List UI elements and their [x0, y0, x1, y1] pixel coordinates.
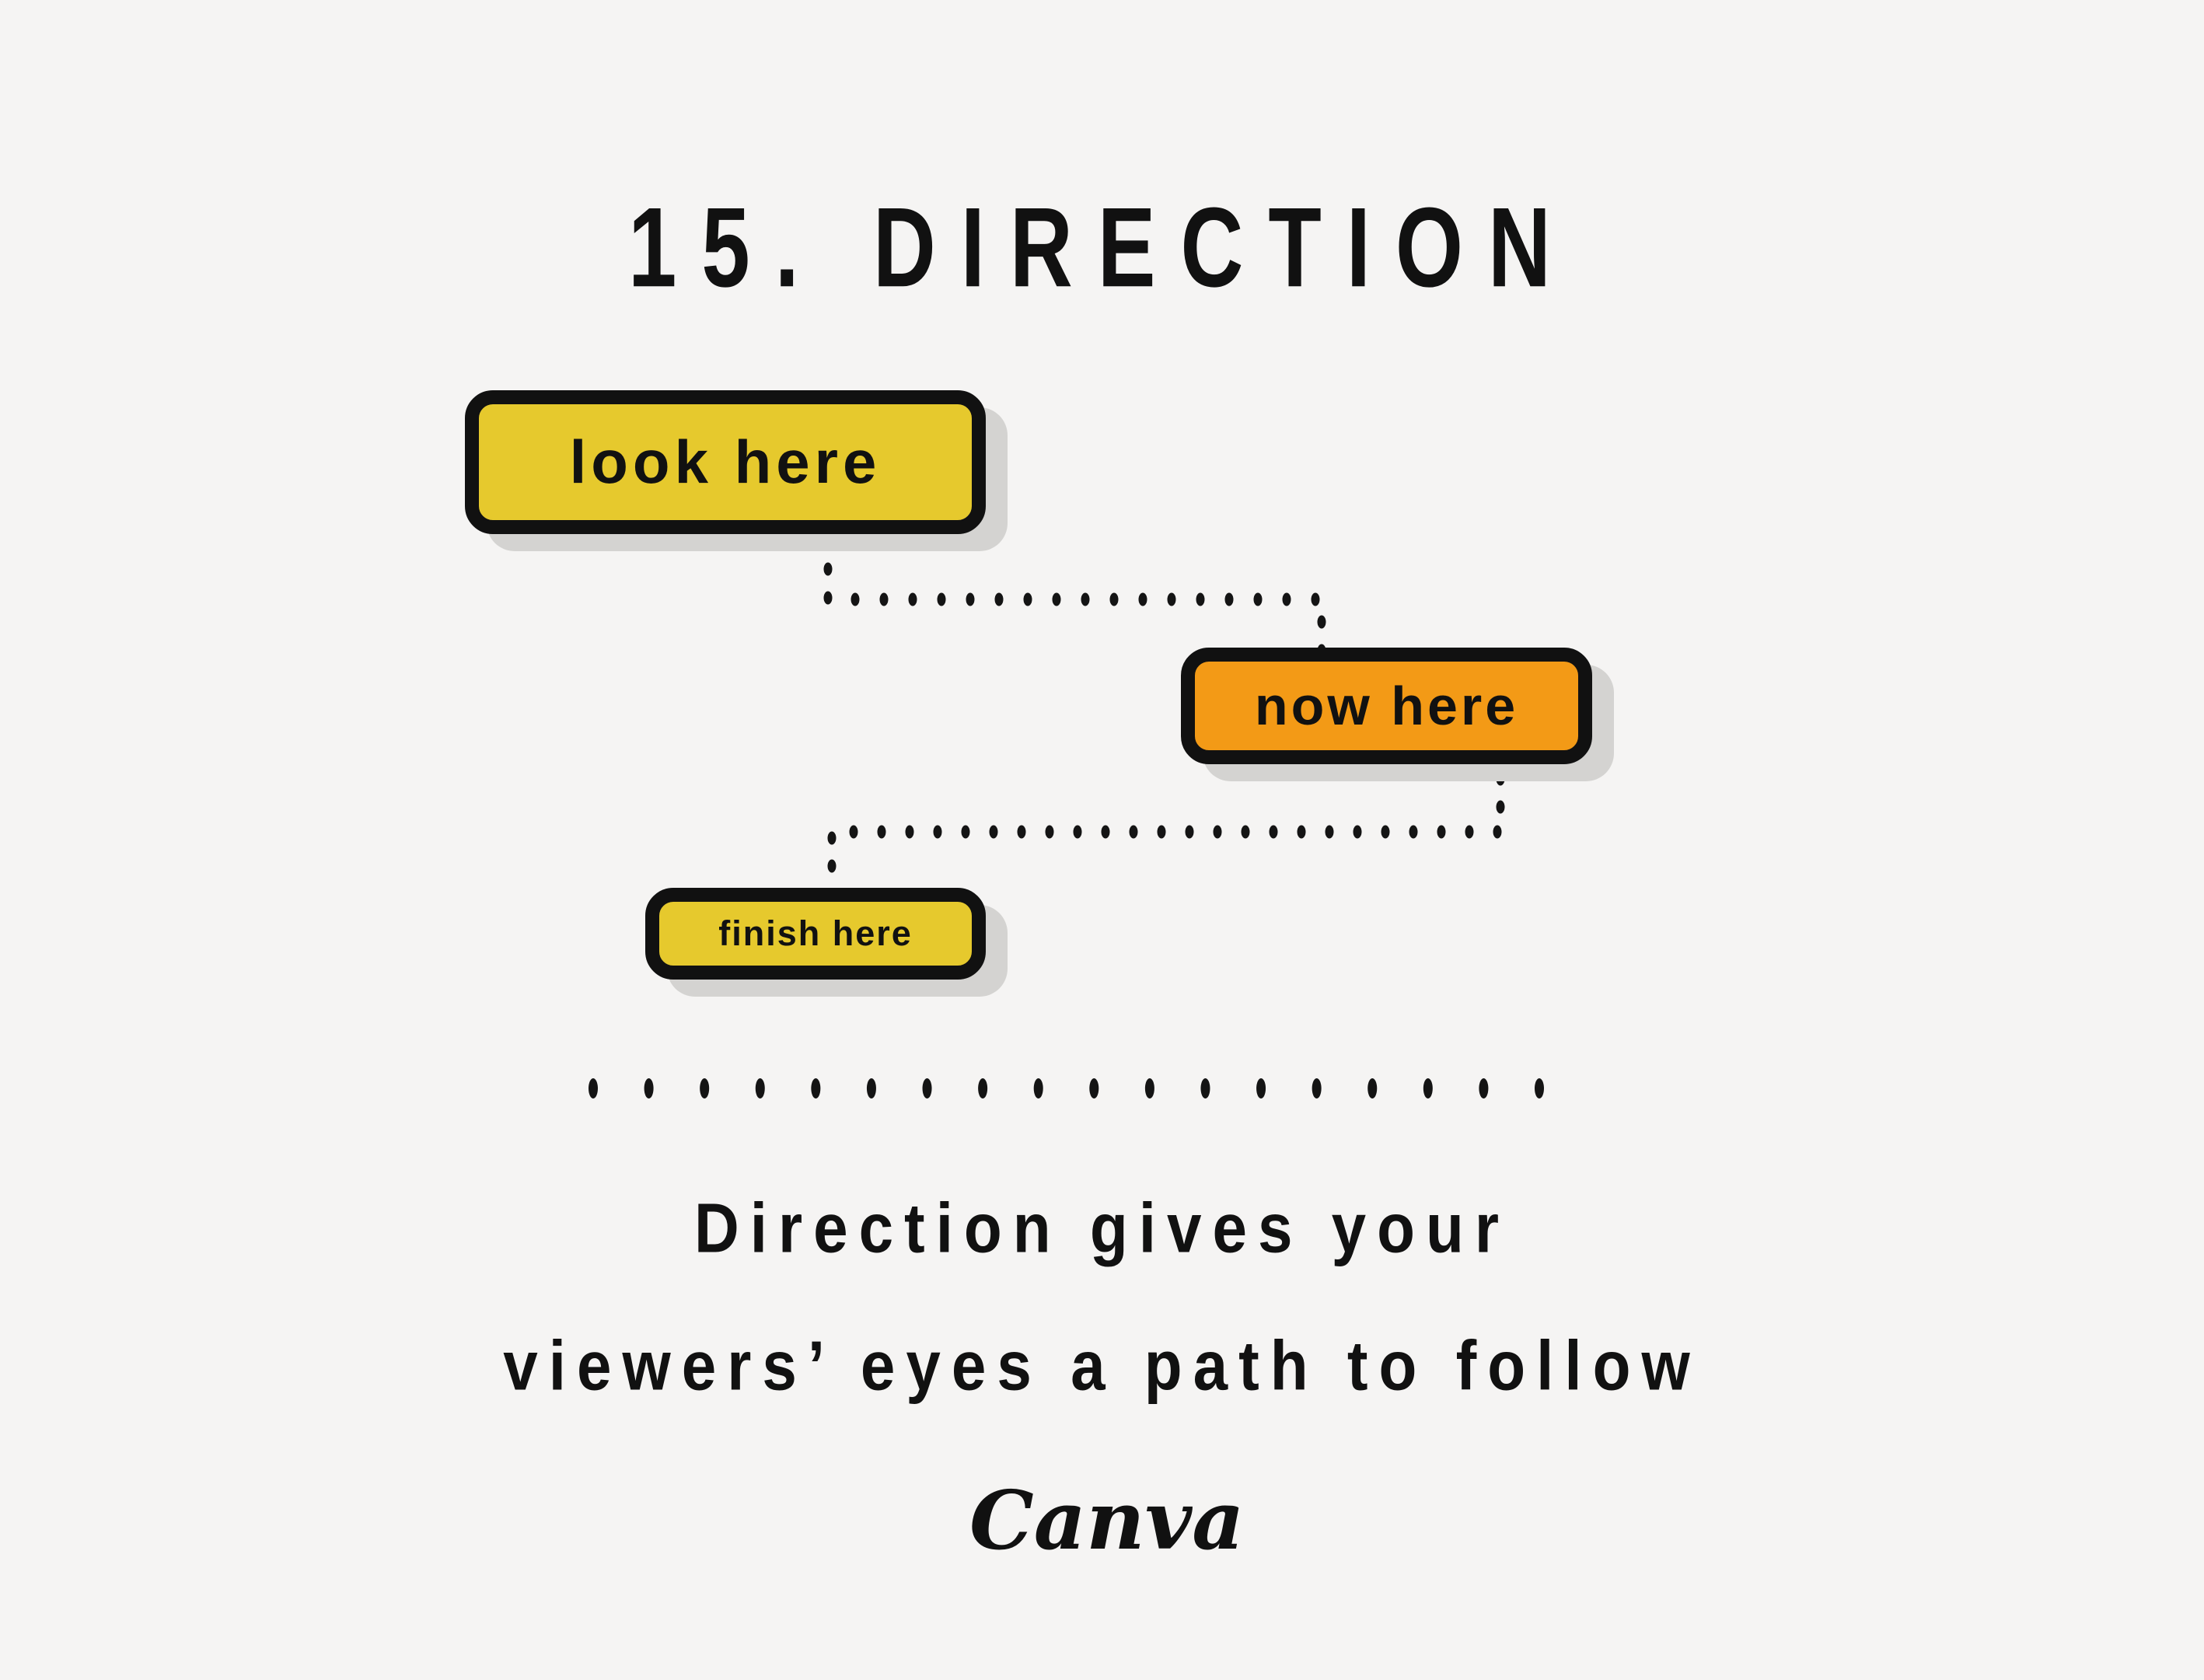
path-dot — [1052, 592, 1061, 606]
path-dot — [1185, 825, 1194, 839]
caption: Direction gives your viewers’ eyes a pat… — [0, 1160, 2204, 1435]
path-dot — [1325, 825, 1334, 839]
path-dot — [1033, 1078, 1043, 1098]
path-dot — [908, 592, 917, 606]
path-dot — [1312, 1078, 1322, 1098]
finish-here-label: finish here — [718, 913, 913, 953]
path-dot — [1269, 825, 1278, 839]
path-dot — [1045, 825, 1054, 839]
path-dot — [823, 562, 833, 576]
look-here-label: look here — [569, 428, 882, 496]
path-dot — [905, 825, 914, 839]
caption-line-1: Direction gives your — [693, 1189, 1511, 1267]
path-dot — [1496, 772, 1505, 786]
path-dot — [1109, 592, 1119, 606]
path-dot — [994, 592, 1004, 606]
path-dot — [1089, 1078, 1099, 1098]
caption-line-2: viewers’ eyes a path to follow — [503, 1327, 1701, 1405]
path-dot — [1353, 825, 1362, 839]
path-dot — [589, 1078, 598, 1098]
path-dot — [1256, 1078, 1266, 1098]
label-box-look-here: look here — [465, 390, 986, 534]
path-dot — [1496, 800, 1505, 814]
path-dot — [922, 1078, 932, 1098]
path-dot — [1367, 1078, 1378, 1098]
path-dot — [1423, 1078, 1433, 1098]
path-dot — [933, 825, 942, 839]
path-dot — [823, 533, 833, 547]
path-dot — [1073, 825, 1082, 839]
path-dot — [1167, 592, 1176, 606]
path-dot — [866, 1078, 876, 1098]
path-dot — [1437, 825, 1446, 839]
now-here-label: now here — [1254, 676, 1519, 736]
path-dot — [879, 592, 889, 606]
path-dot — [1381, 825, 1390, 839]
path-dot — [978, 1078, 988, 1098]
path-dot — [755, 1078, 765, 1098]
label-box-now-here: now here — [1181, 648, 1592, 764]
path-dot — [1144, 1078, 1154, 1098]
path-dot — [1129, 825, 1138, 839]
path-dot — [1224, 592, 1234, 606]
path-dot — [1465, 825, 1474, 839]
path-dot — [1282, 592, 1291, 606]
path-dot — [1017, 825, 1026, 839]
path-dot — [1479, 1078, 1489, 1098]
path-dot — [1196, 592, 1205, 606]
path-dot — [827, 831, 837, 845]
path-dot — [811, 1078, 821, 1098]
path-dot — [1200, 1078, 1210, 1098]
page-title: 15. DIRECTION — [628, 183, 1576, 311]
label-box-finish-here: finish here — [645, 888, 986, 980]
path-dot — [989, 825, 998, 839]
path-dot — [1023, 592, 1032, 606]
path-dot — [1311, 592, 1320, 606]
path-dot — [823, 591, 833, 605]
path-dot — [644, 1078, 654, 1098]
path-dot — [961, 825, 970, 839]
path-dot — [1253, 592, 1263, 606]
path-dot — [1138, 592, 1147, 606]
path-dot — [1297, 825, 1306, 839]
path-dot — [1157, 825, 1166, 839]
path-dot — [700, 1078, 710, 1098]
path-dot — [827, 859, 837, 873]
path-dot — [851, 592, 860, 606]
path-dot — [1101, 825, 1110, 839]
path-dot — [1409, 825, 1418, 839]
path-dot — [1493, 825, 1502, 839]
path-dot — [1241, 825, 1250, 839]
path-dot — [1317, 615, 1326, 629]
path-dot — [1081, 592, 1090, 606]
path-dot — [877, 825, 886, 839]
path-dot — [1535, 1078, 1544, 1098]
canva-logo: Canva — [969, 1472, 1245, 1568]
path-dot — [937, 592, 946, 606]
path-dot — [849, 825, 858, 839]
path-dot — [966, 592, 975, 606]
path-dot — [1213, 825, 1222, 839]
